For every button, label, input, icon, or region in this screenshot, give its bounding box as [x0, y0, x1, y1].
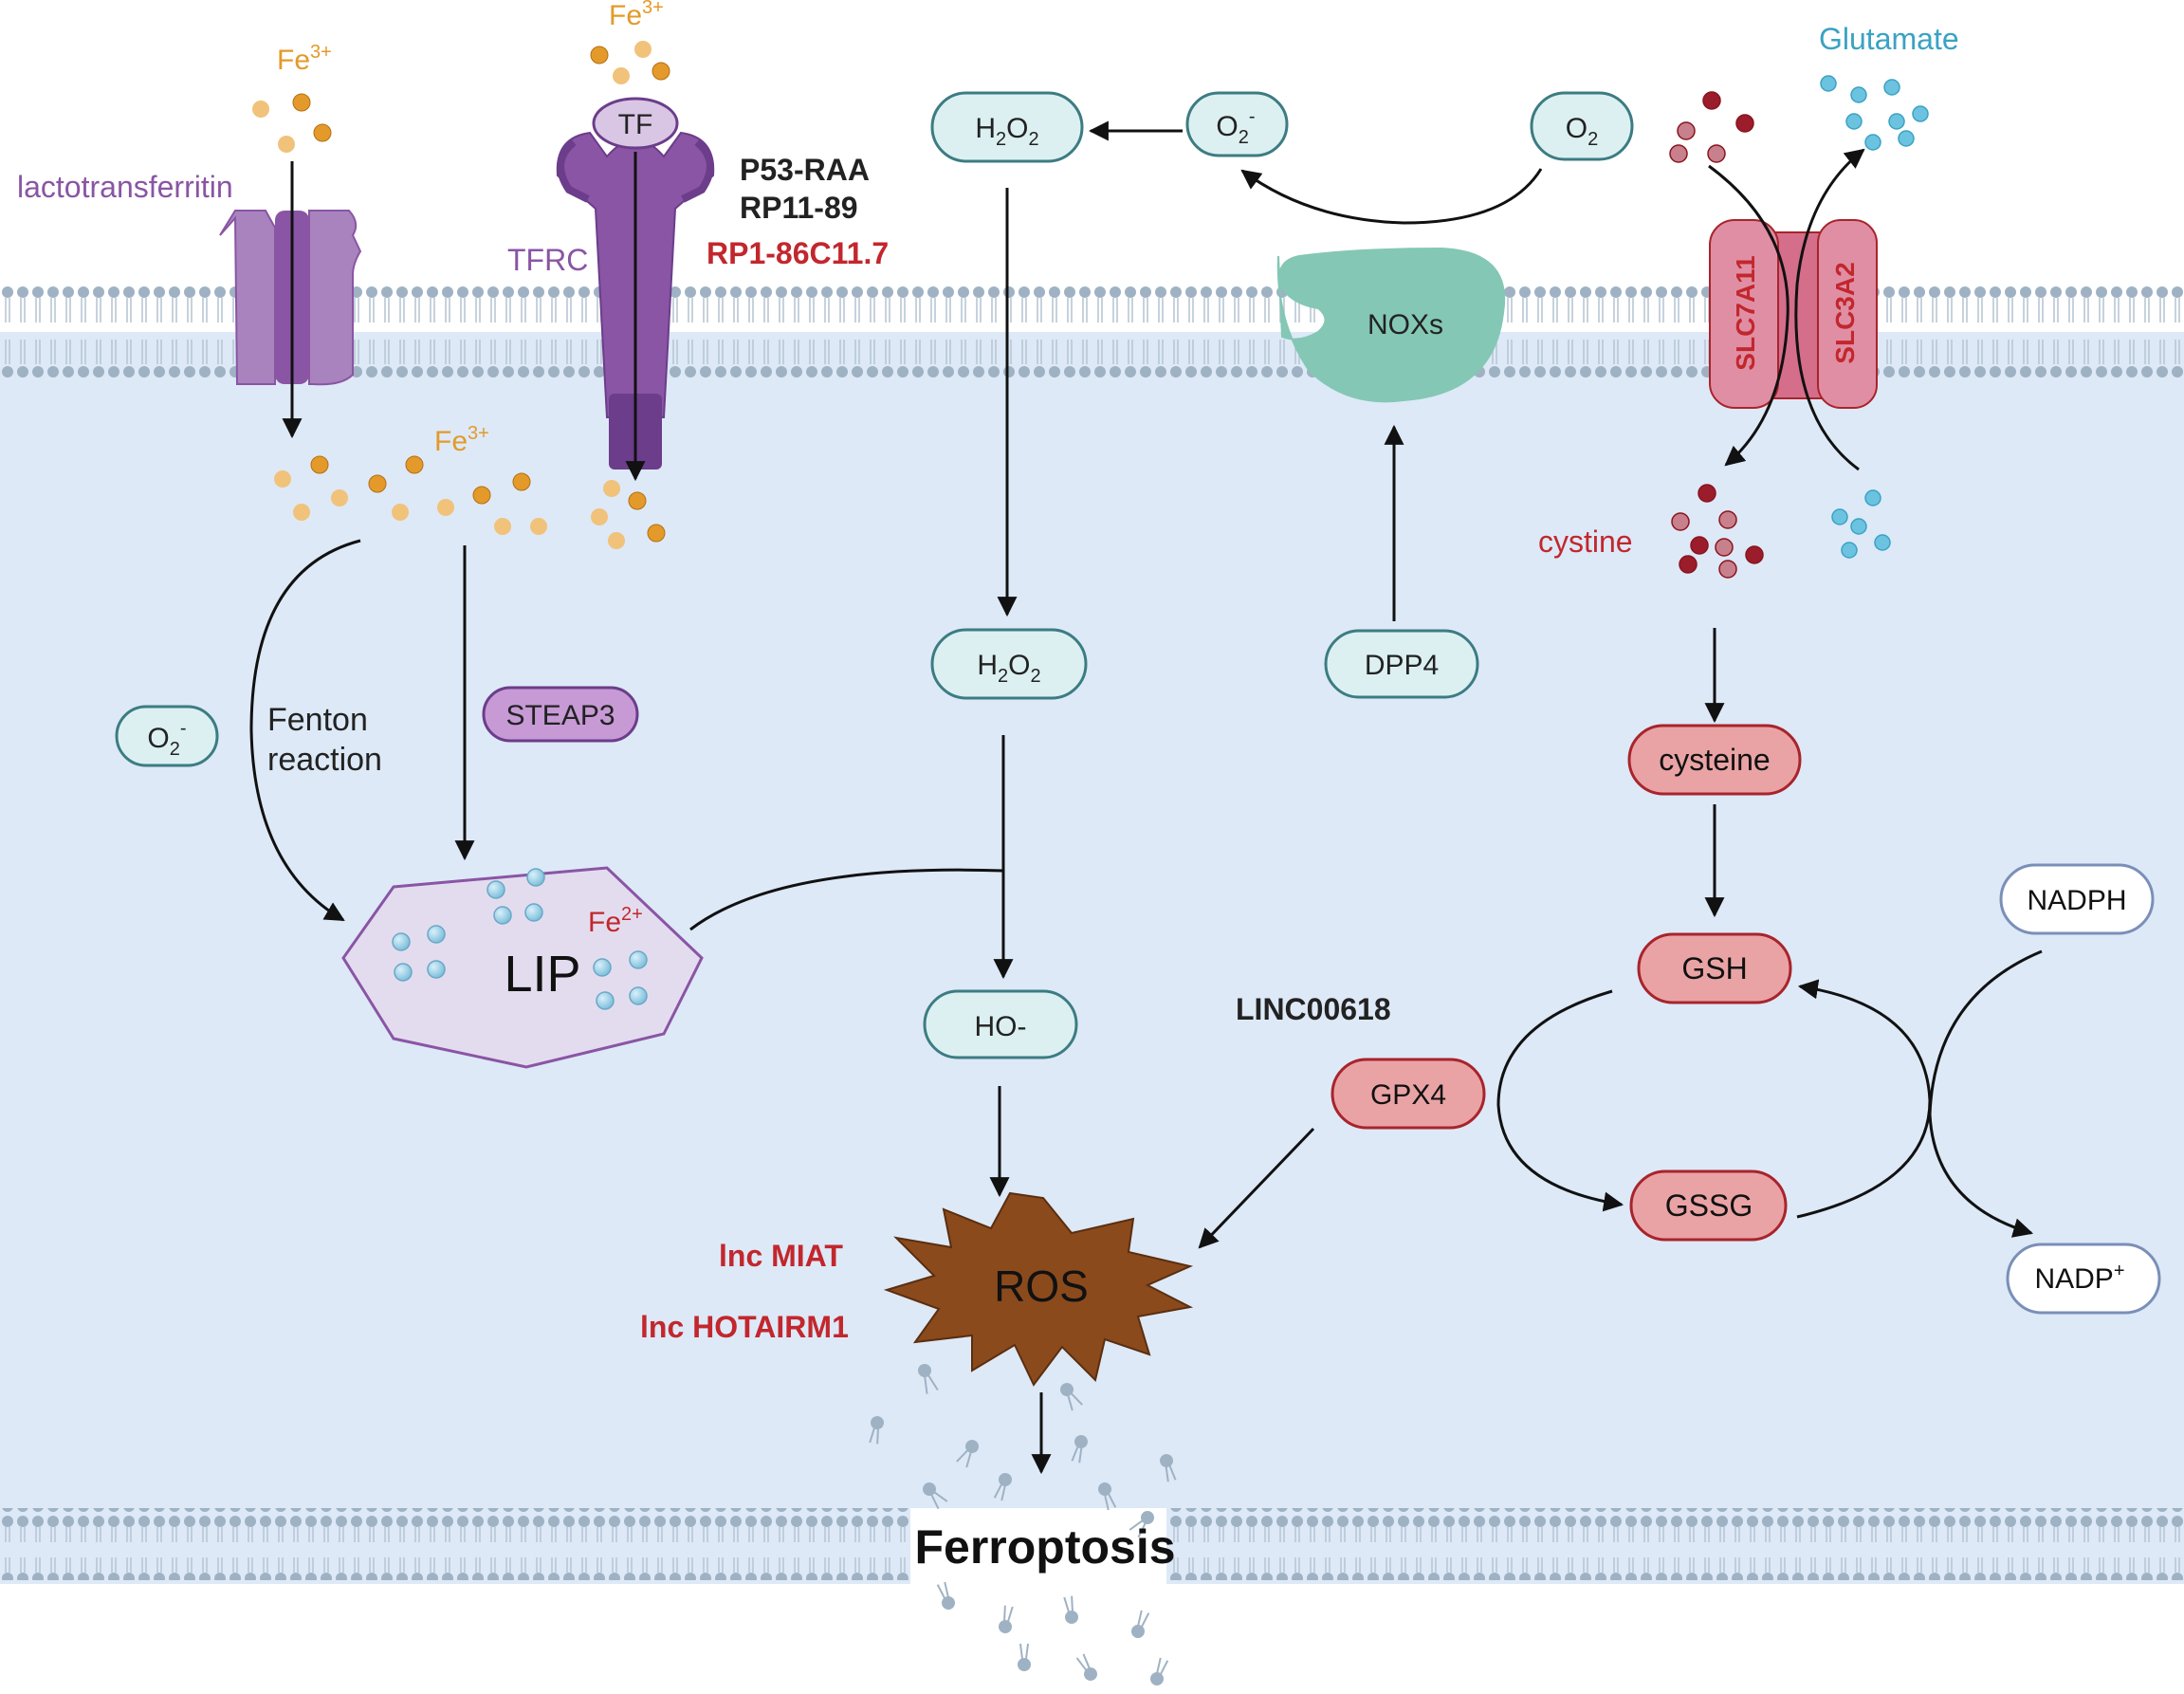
h2o2-mid-pill: [930, 628, 1088, 700]
arrow-gpx4-to-ros: [1198, 1127, 1315, 1249]
fe3-label-inside: Fe3+: [434, 423, 489, 457]
fe3-label-top: Fe3+: [277, 42, 332, 76]
o2-superoxide-top-pill: [1185, 91, 1289, 157]
lnc-miat: lnc MIAT: [719, 1239, 843, 1273]
nadp-pill: [2006, 1243, 2161, 1315]
lip-to-ho-connector: [689, 868, 1004, 931]
ros-label: ROS: [994, 1261, 1089, 1311]
fe3-label-tf: Fe3+: [609, 0, 664, 31]
ho-radical-pill: [923, 989, 1078, 1059]
noxs-enzyme-icon: [1276, 247, 1506, 403]
nadp-label: NADP+: [2034, 1261, 2124, 1295]
arrow-glutamate-out: [1794, 148, 1865, 471]
arrow-o2-to-o2m: [1240, 168, 1543, 225]
fenton-label-1: Fenton: [267, 702, 368, 738]
tf-label: TF: [618, 109, 653, 140]
fe2-label: Fe2+: [588, 904, 643, 938]
rupture-gap: [910, 1508, 1166, 1603]
scattered-lipids: [869, 1364, 1177, 1685]
lnc-p53-raa: P53-RAA: [740, 153, 870, 187]
slc7a11-slc3a2-transporter-icon: [1709, 219, 1878, 409]
tf-protein: [592, 97, 679, 150]
ho-radical-label: HO-: [975, 1011, 1027, 1042]
plasma-membrane-bottom-right: [1166, 1508, 2184, 1580]
glutamate-label: Glutamate: [1819, 22, 1959, 56]
linc00618-label: LINC00618: [1236, 992, 1391, 1026]
h2o2-mid-label: H2O2: [977, 650, 1040, 687]
gpx4-label: GPX4: [1370, 1079, 1446, 1111]
fe3-ions-inside: [274, 455, 666, 549]
fenton-label-2: reaction: [267, 742, 382, 778]
slc7a11-label: SLC7A11: [1731, 255, 1760, 370]
cystine-molecules-out: [1669, 91, 1754, 163]
o2-superoxide-left-pill: [115, 705, 219, 767]
arrow-nadph-to-nadp: [1928, 949, 2043, 1238]
lip-label: LIP: [504, 946, 580, 1003]
fe3-ions-tf: [590, 41, 670, 84]
tfrc-label: TFRC: [507, 243, 588, 277]
gpx4-pill: [1331, 1058, 1486, 1130]
lnc-hotairm1: lnc HOTAIRM1: [640, 1310, 849, 1344]
nadph-pill: [1999, 863, 2155, 935]
gsh-label: GSH: [1681, 951, 1747, 985]
lip-octagon: [341, 866, 704, 1069]
ferroptosis-label: Ferroptosis: [914, 1520, 1175, 1574]
steap3-label: STEAP3: [505, 700, 615, 731]
h2o2-top-label: H2O2: [975, 113, 1038, 150]
fe3-ions-top: [252, 93, 332, 153]
gssg-pill: [1629, 1169, 1788, 1242]
plasma-membrane-bottom-left: [0, 1508, 910, 1580]
dpp4-label: DPP4: [1365, 650, 1439, 681]
nadph-label: NADPH: [2027, 885, 2126, 916]
arrow-cystine-in: [1708, 164, 1789, 467]
fe2-ions: [392, 868, 648, 1010]
dpp4-pill: [1324, 629, 1479, 699]
o2-label: O2: [1566, 113, 1598, 150]
gsh-pill: [1637, 932, 1792, 1004]
glutamate-molecules-out: [1820, 75, 1929, 151]
steap3-pill: [482, 686, 639, 743]
o2-pill: [1530, 91, 1634, 161]
h2o2-top-pill: [930, 91, 1084, 163]
cysteine-pill: [1627, 724, 1802, 796]
lnc-rp11-89: RP11-89: [740, 191, 858, 225]
cystine-label: cystine: [1538, 525, 1633, 559]
arrow-fenton: [249, 539, 361, 922]
cystine-molecules-in: [1671, 484, 1764, 579]
noxs-label: NOXs: [1367, 309, 1443, 341]
lactotransferritin-label: lactotransferritin: [17, 170, 233, 204]
lactotransferritin-channel-icon: [219, 210, 362, 386]
cysteine-label: cysteine: [1659, 743, 1770, 777]
arrow-gsh-to-gssg: [1496, 989, 1624, 1212]
gssg-label: GSSG: [1665, 1188, 1753, 1223]
ros-starburst-icon: [883, 1191, 1194, 1387]
lnc-rp1-86c11: RP1-86C11.7: [707, 236, 889, 270]
glutamate-molecules-in: [1831, 489, 1891, 559]
o2-superoxide-top-label: O2-: [1216, 106, 1255, 148]
o2-superoxide-left-label: O2-: [147, 718, 186, 760]
slc3a2-label: SLC3A2: [1830, 262, 1860, 363]
